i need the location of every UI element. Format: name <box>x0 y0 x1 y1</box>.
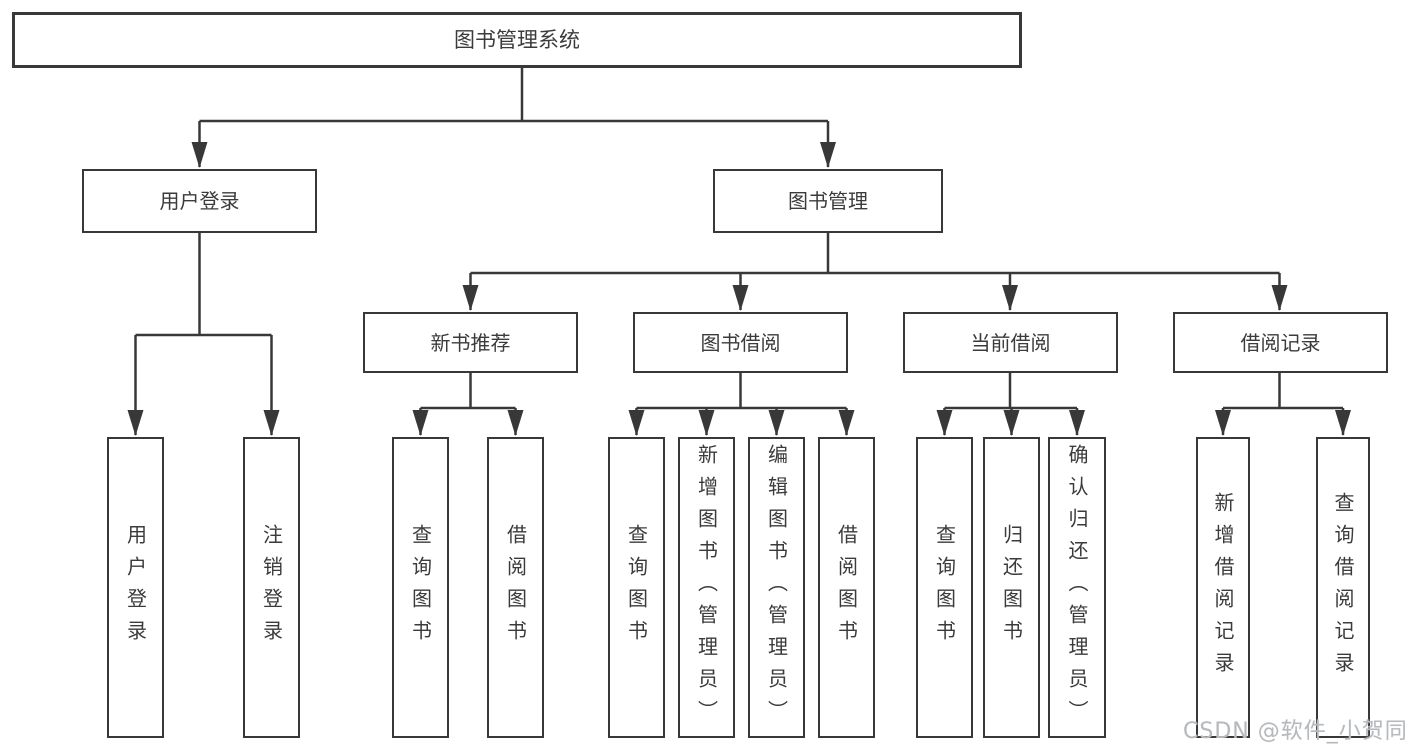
leaf-logout-label: 注销登录 <box>259 523 284 652</box>
leaf-confirm-return-admin: 确认归还（管理员） <box>1048 437 1106 738</box>
node-book-borrow: 图书借阅 <box>633 312 848 373</box>
leaf-query-books-label: 查询图书 <box>624 523 649 652</box>
leaf-add-books-admin: 新增图书（管理员） <box>678 437 735 738</box>
leaf-borrow-books-recommend: 借阅图书 <box>487 437 544 738</box>
leaf-borrow-books-label: 借阅图书 <box>834 523 859 652</box>
node-new-book-recommend-label: 新书推荐 <box>430 330 511 355</box>
leaf-add-books-admin-label: 新增图书（管理员） <box>694 443 719 732</box>
connector-user-login-group <box>127 233 280 436</box>
leaf-user-login-label: 用户登录 <box>123 523 148 652</box>
node-book-management-label: 图书管理 <box>788 189 868 213</box>
node-library-system-label: 图书管理系统 <box>454 27 580 52</box>
leaf-borrow-books: 借阅图书 <box>818 437 875 738</box>
connector-new-book-group <box>412 373 524 436</box>
node-user-login-label: 用户登录 <box>159 189 240 213</box>
node-library-system: 图书管理系统 <box>12 12 1022 68</box>
connector-current-borrow-group <box>936 373 1085 436</box>
leaf-query-books: 查询图书 <box>608 437 665 738</box>
leaf-add-borrow-record-label: 新增借阅记录 <box>1211 491 1235 684</box>
leaf-edit-books-admin-label: 编辑图书（管理员） <box>764 443 789 732</box>
connector-book-borrow-group <box>628 373 855 436</box>
leaf-confirm-return-admin-label: 确认归还（管理员） <box>1065 443 1089 732</box>
node-user-login: 用户登录 <box>82 169 317 233</box>
leaf-query-books-recommend: 查询图书 <box>392 437 449 738</box>
csdn-watermark: CSDN @软件_小贺同学 <box>1183 719 1405 744</box>
connector-book-mgmt-to-level3 <box>462 233 1288 311</box>
leaf-query-borrow-record-label: 查询借阅记录 <box>1331 491 1355 684</box>
connector-root-to-level2 <box>191 68 836 168</box>
leaf-return-books-label: 归还图书 <box>999 523 1024 652</box>
leaf-logout: 注销登录 <box>243 437 300 738</box>
leaf-edit-books-admin: 编辑图书（管理员） <box>748 437 805 738</box>
node-current-borrow: 当前借阅 <box>903 312 1118 373</box>
node-new-book-recommend: 新书推荐 <box>363 312 578 373</box>
leaf-query-books-recommend-label: 查询图书 <box>408 523 433 652</box>
leaf-borrow-books-recommend-label: 借阅图书 <box>503 523 528 652</box>
leaf-query-borrow-record: 查询借阅记录 <box>1316 437 1370 738</box>
leaf-user-login: 用户登录 <box>107 437 164 738</box>
node-book-management: 图书管理 <box>713 169 943 233</box>
leaf-query-books-current-label: 查询图书 <box>932 523 957 652</box>
connector-borrow-records-group <box>1215 373 1351 436</box>
node-borrow-records: 借阅记录 <box>1173 312 1388 373</box>
leaf-add-borrow-record: 新增借阅记录 <box>1196 437 1250 738</box>
node-current-borrow-label: 当前借阅 <box>970 330 1051 355</box>
leaf-query-books-current: 查询图书 <box>916 437 973 738</box>
node-book-borrow-label: 图书借阅 <box>700 330 781 355</box>
leaf-return-books: 归还图书 <box>983 437 1040 738</box>
node-borrow-records-label: 借阅记录 <box>1240 330 1321 355</box>
